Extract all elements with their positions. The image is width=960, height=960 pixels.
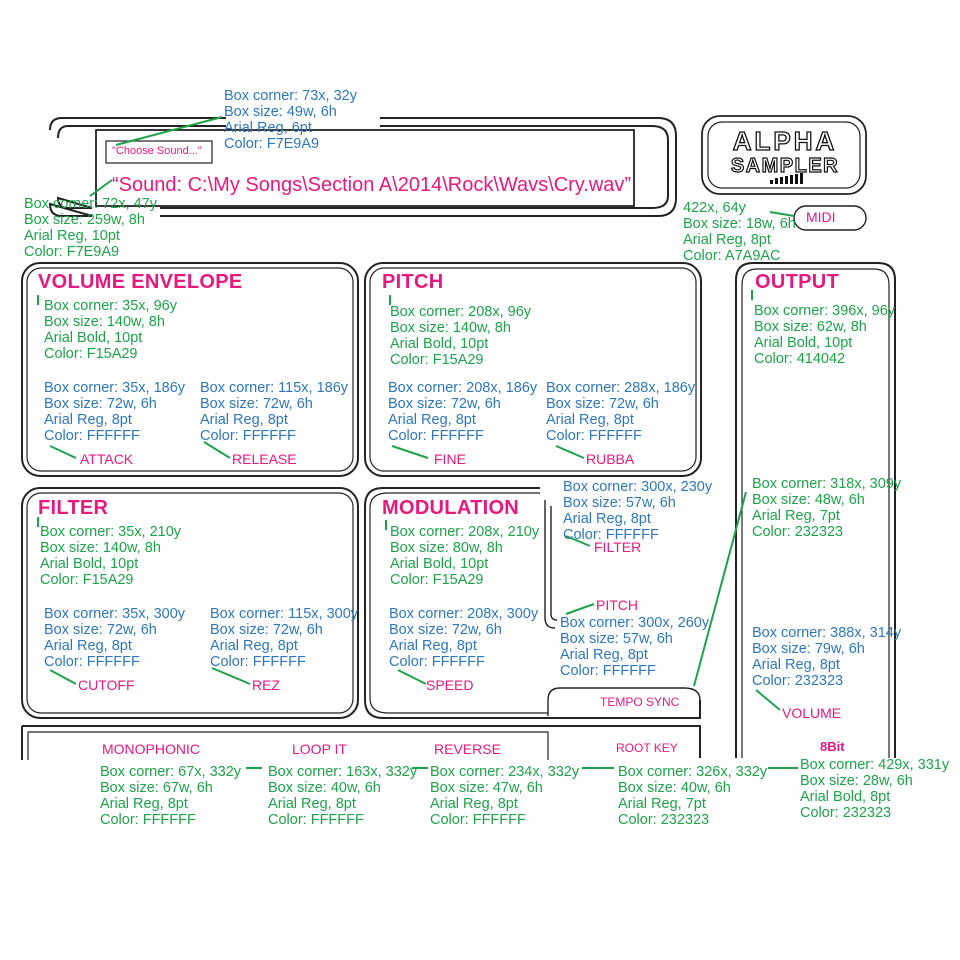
loop-it-button[interactable]: LOOP IT (292, 741, 347, 757)
leader-rubba (555, 445, 585, 459)
root-key-selector[interactable]: ROOT KEY (616, 741, 678, 755)
leader-speed (397, 669, 427, 685)
logo-level-bars-icon (770, 173, 803, 184)
header-frame-outer (48, 117, 677, 217)
sound-path-box (95, 129, 635, 207)
choose-sound-box (105, 140, 213, 164)
section-title-modulation: MODULATION (382, 497, 520, 519)
midi-indicator[interactable]: MIDI (806, 209, 836, 225)
sound-path-text: “Sound: C:\My Songs\Section A\2014\Rock\… (112, 174, 632, 196)
logo-frame-inner (707, 121, 861, 189)
tempo-sync-box (547, 687, 701, 718)
midi-pill (793, 205, 867, 231)
leader-release (203, 441, 231, 459)
fine-knob-label[interactable]: FINE (434, 451, 466, 467)
pitch-frame-outer (364, 262, 702, 477)
leader-sound-path (89, 179, 113, 197)
output-frame-inner (741, 268, 890, 758)
pitch-frame-inner (369, 267, 697, 472)
eight-bit-toggle[interactable]: 8Bit (820, 739, 845, 754)
cutoff-knob-label[interactable]: CUTOFF (78, 677, 135, 693)
speed-knob-label[interactable]: SPEED (426, 677, 474, 693)
alpha-sampler-logo: ALPHA SAMPLER (730, 125, 839, 184)
modulation-divider (544, 500, 558, 629)
section-title-volume-envelope: VOLUME ENVELOPE (38, 271, 243, 293)
leader-midi (769, 211, 795, 217)
bottom-bar-outer (21, 725, 701, 760)
volume-knob-label[interactable]: VOLUME (782, 705, 842, 721)
volume-envelope-frame-outer (21, 262, 359, 477)
logo-frame-outer (701, 115, 867, 195)
monophonic-button[interactable]: MONOPHONIC (102, 741, 200, 757)
leader-volume (755, 689, 781, 711)
leader-fine (391, 445, 429, 459)
leader-mod-filter (565, 535, 591, 547)
choose-sound-button[interactable]: "Choose Sound..." (112, 145, 202, 157)
section-title-output: OUTPUT (755, 271, 840, 293)
section-title-filter: FILTER (38, 497, 109, 519)
modulation-frame-inner (369, 492, 548, 714)
logo-line2: SAMPLER (731, 155, 839, 177)
section-title-pitch: PITCH (382, 271, 444, 293)
filter-frame-inner (26, 492, 354, 714)
release-knob-label[interactable]: RELEASE (232, 451, 297, 467)
output-frame-outer (735, 262, 896, 758)
attack-knob-label[interactable]: ATTACK (80, 451, 134, 467)
leader-mod-pitch (565, 603, 595, 615)
mod-pitch-toggle[interactable]: PITCH (596, 597, 638, 613)
leader-cutoff (49, 669, 77, 685)
bottom-bar-inner (27, 731, 549, 760)
leader-rez (211, 667, 251, 685)
leader-choose-sound (115, 116, 223, 146)
leader-tempo-sync (693, 491, 747, 687)
rubba-knob-label[interactable]: RUBBA (586, 451, 635, 467)
volume-envelope-frame-inner (26, 267, 354, 472)
rez-knob-label[interactable]: REZ (252, 677, 280, 693)
tempo-sync-button[interactable]: TEMPO SYNC (600, 695, 680, 709)
reverse-button[interactable]: REVERSE (434, 741, 501, 757)
logo-line1: ALPHA (733, 126, 838, 156)
header-frame-inner (56, 125, 669, 209)
leader-attack (49, 445, 77, 459)
mod-filter-toggle[interactable]: FILTER (594, 539, 642, 555)
filter-frame-outer (21, 487, 359, 719)
